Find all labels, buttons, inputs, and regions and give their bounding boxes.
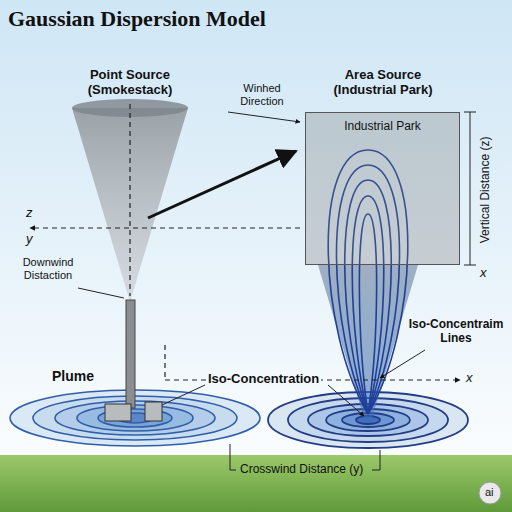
- box-label: Industrial Park: [306, 113, 459, 133]
- diagram-title: Gaussian Dispersion Model: [8, 6, 266, 31]
- source-heading: Area Source (Industrial Park): [318, 68, 448, 98]
- source-heading: Point Source (Smokestack): [75, 68, 185, 98]
- dimension-label: Vertical Distance (z): [479, 137, 493, 244]
- callout-label: Downwind Distaction: [6, 256, 90, 281]
- wind-label: Winhed Direction: [222, 82, 302, 107]
- axis-label: z: [26, 206, 33, 221]
- watermark: ai: [485, 486, 494, 499]
- axis-label: x: [466, 371, 473, 386]
- callout-label: Iso-Concentraim Lines: [404, 318, 508, 346]
- area-source-box: Industrial Park: [305, 112, 460, 265]
- dimension-label: Crosswind Distance (y): [240, 463, 363, 477]
- callout-label: Iso-Concentration: [206, 372, 321, 387]
- axis-label: x: [480, 266, 487, 281]
- axis-label: y: [26, 232, 33, 247]
- callout-label: Plume: [52, 368, 94, 384]
